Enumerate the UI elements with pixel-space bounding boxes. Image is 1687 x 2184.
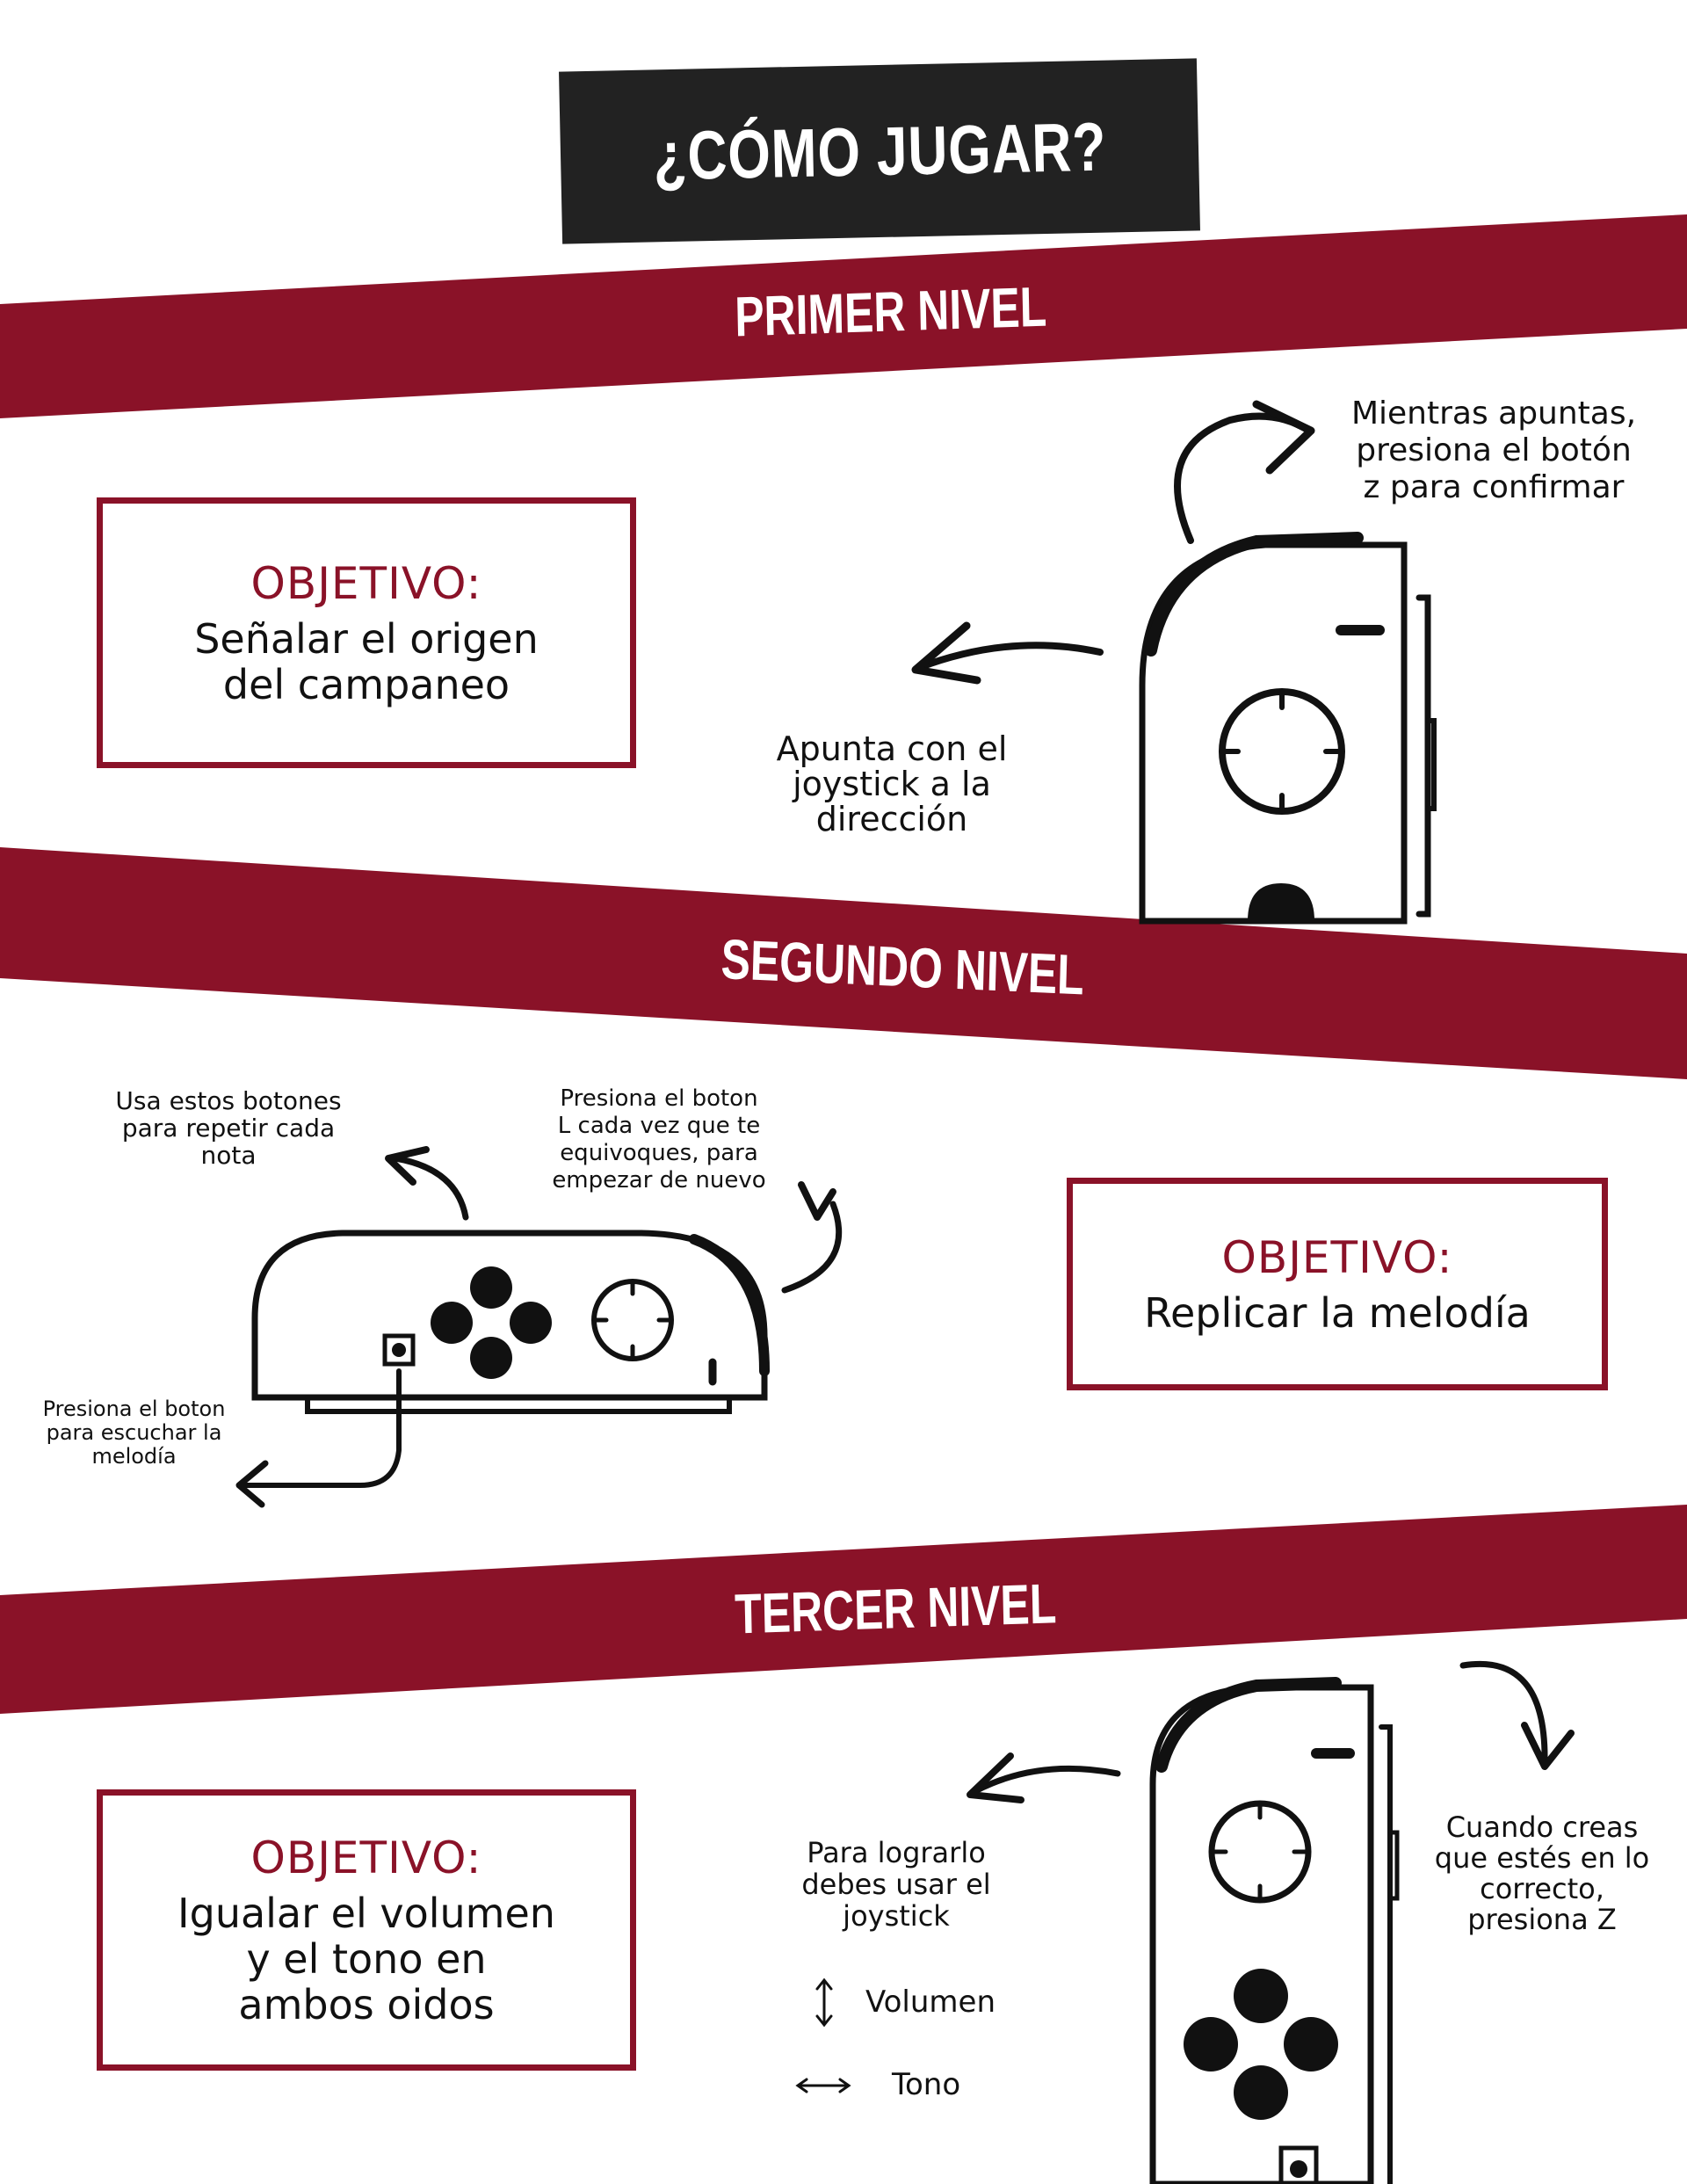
note-line: Apunta con el [776,729,1008,768]
note-line: presiona el botón [1356,432,1632,468]
note-line: joystick [843,1899,950,1933]
note-joystick-direction: Apunta con el joystick a la dirección [747,731,1037,837]
objective-box-level-2: OBJETIVO: Replicar la melodía [1067,1178,1608,1390]
note-line: para escuchar la [46,1420,222,1445]
level-3-title: TERCER NIVEL [734,1571,1057,1646]
note-line: L cada vez que te [557,1113,761,1139]
note-line: z para confirmar [1363,469,1625,505]
objective-heading: OBJETIVO: [250,558,482,609]
note-line: nota [200,1141,257,1170]
note-line: Presiona el boton [42,1397,226,1421]
note-line: joystick a la [793,765,991,803]
note-line: debes usar el [801,1868,991,1901]
note-use-joystick: Para lograrlo debes usar el joystick [773,1837,1019,1932]
objective-text: Señalar el origen del campaneo [194,616,539,707]
note-line: Cuando creas [1445,1810,1639,1844]
objective-line: Replicar la melodía [1144,1289,1531,1337]
note-line: dirección [815,800,968,838]
note-line: melodía [91,1444,177,1469]
objective-line: y el tono en [246,1935,487,1983]
banner-segundo-nivel [0,847,1687,1079]
note-repeat-buttons: Usa estos botones para repetir cada nota [88,1087,369,1169]
note-line: empezar de nuevo [552,1167,766,1194]
note-restart-l: Presiona el boton L cada vez que te equi… [527,1085,791,1194]
note-line: presiona Z [1467,1903,1617,1936]
note-line: Para lograrlo [807,1836,986,1869]
objective-heading: OBJETIVO: [250,1832,482,1883]
note-line: Mientras apuntas, [1350,395,1637,432]
objective-line: Igualar el volumen [177,1890,555,1937]
objective-box-level-3: OBJETIVO: Igualar el volumen y el tono e… [97,1789,636,2071]
note-line: que estés en lo [1434,1841,1650,1875]
note-line: para repetir cada [121,1114,336,1143]
note-press-z: Cuando creas que estés en lo correcto, p… [1410,1812,1674,1935]
objective-line: Señalar el origen [194,615,539,663]
note-line: correcto, [1480,1872,1604,1905]
legend-volumen-label: Volumen [865,1984,996,2020]
page-title: ¿CÓMO JUGAR? [652,107,1107,194]
objective-text: Replicar la melodía [1144,1290,1531,1336]
level-1-title: PRIMER NIVEL [734,274,1047,349]
objective-text: Igualar el volumen y el tono en ambos oi… [177,1890,555,2028]
objective-line: del campaneo [222,661,510,708]
note-line: Usa estos botones [115,1086,342,1115]
banner-tercer-nivel [0,1505,1687,1714]
note-confirm-z: Mientras apuntas, presiona el botón z pa… [1331,395,1656,506]
title-box: ¿CÓMO JUGAR? [559,58,1200,244]
banner-primer-nivel [0,214,1687,418]
objective-box-level-1: OBJETIVO: Señalar el origen del campaneo [97,497,636,768]
legend-tono-label: Tono [892,2067,961,2102]
note-line: equivoques, para [560,1140,758,1166]
objective-heading: OBJETIVO: [1221,1232,1453,1283]
note-line: Presiona el boton [560,1085,758,1112]
note-listen-melody: Presiona el boton para escuchar la melod… [18,1397,250,1469]
objective-line: ambos oidos [238,1981,495,2028]
